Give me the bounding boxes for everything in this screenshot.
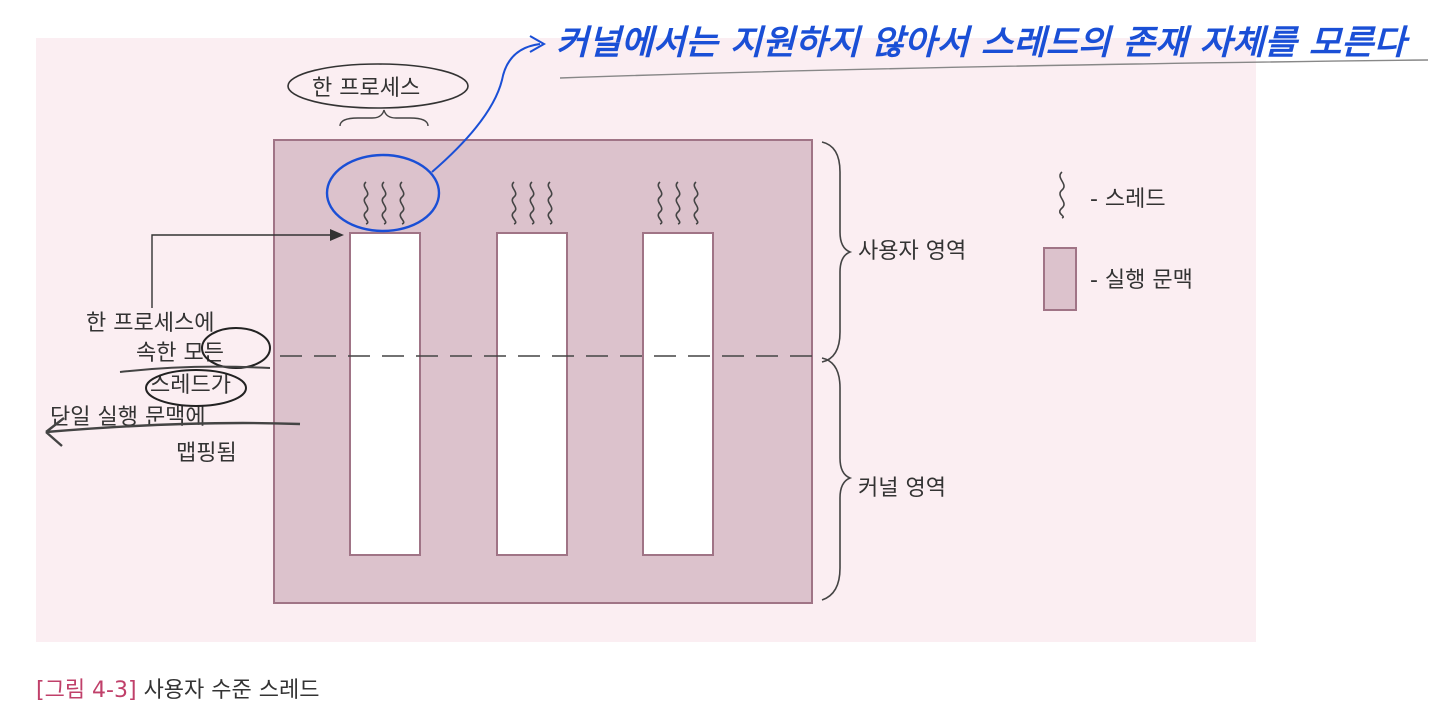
left-note-line-1: 한 프로세스에 [86, 311, 214, 336]
figure-title: 사용자 수준 스레드 [136, 678, 320, 703]
legend-thread-label: - 스레드 [1090, 187, 1166, 212]
mapping-arrow-line [151, 234, 330, 308]
thread-column-1 [349, 232, 421, 556]
pencil-arrow-left [45, 417, 301, 447]
wavy-thread-icon [381, 181, 387, 225]
annotation-pencil-underline [559, 59, 1429, 79]
blue-pen-connector [431, 43, 541, 173]
figure-caption: [그림 4-3] 사용자 수준 스레드 [36, 672, 319, 704]
left-note-line-3: 스레드가 [150, 373, 231, 398]
kernel-region-brace [821, 357, 853, 601]
handwritten-annotation: 커널에서는 지원하지 않아서 스레드의 존재 자체를 모른다 [556, 23, 1411, 63]
thread-column-2 [496, 232, 568, 556]
wavy-thread-icon [363, 181, 369, 225]
thread-group-2 [511, 181, 553, 225]
left-note-line-5: 맵핑됨 [176, 441, 237, 466]
thread-column-3 [642, 232, 714, 556]
wavy-thread-icon [675, 181, 681, 225]
legend-context-label: - 실행 문맥 [1090, 268, 1193, 293]
process-small-brace [339, 109, 429, 127]
wavy-thread-icon [399, 181, 405, 225]
blue-pen-arrow [529, 35, 547, 53]
thread-group-1 [363, 181, 405, 225]
wavy-thread-icon [547, 181, 553, 225]
process-label: 한 프로세스 [312, 76, 420, 101]
wavy-thread-icon [529, 181, 535, 225]
pencil-circle-all [201, 327, 271, 369]
wavy-thread-icon [511, 181, 517, 225]
wavy-thread-icon [693, 181, 699, 225]
pencil-circle-threads [145, 369, 247, 407]
mapping-arrow-head [330, 229, 344, 241]
process-label-pencil-circle [287, 63, 469, 109]
legend-context-swatch [1043, 247, 1077, 311]
kernel-region-label: 커널 영역 [858, 476, 946, 501]
pencil-underline [119, 365, 271, 373]
blue-pen-circle [325, 153, 441, 233]
left-note-line-2: 속한 모든 [136, 341, 224, 366]
wavy-thread-icon [657, 181, 663, 225]
legend-thread-icon [1058, 171, 1065, 219]
figure-number: [그림 4-3] [36, 678, 137, 703]
user-region-label: 사용자 영역 [858, 239, 966, 264]
user-region-brace [821, 141, 853, 363]
thread-group-3 [657, 181, 699, 225]
